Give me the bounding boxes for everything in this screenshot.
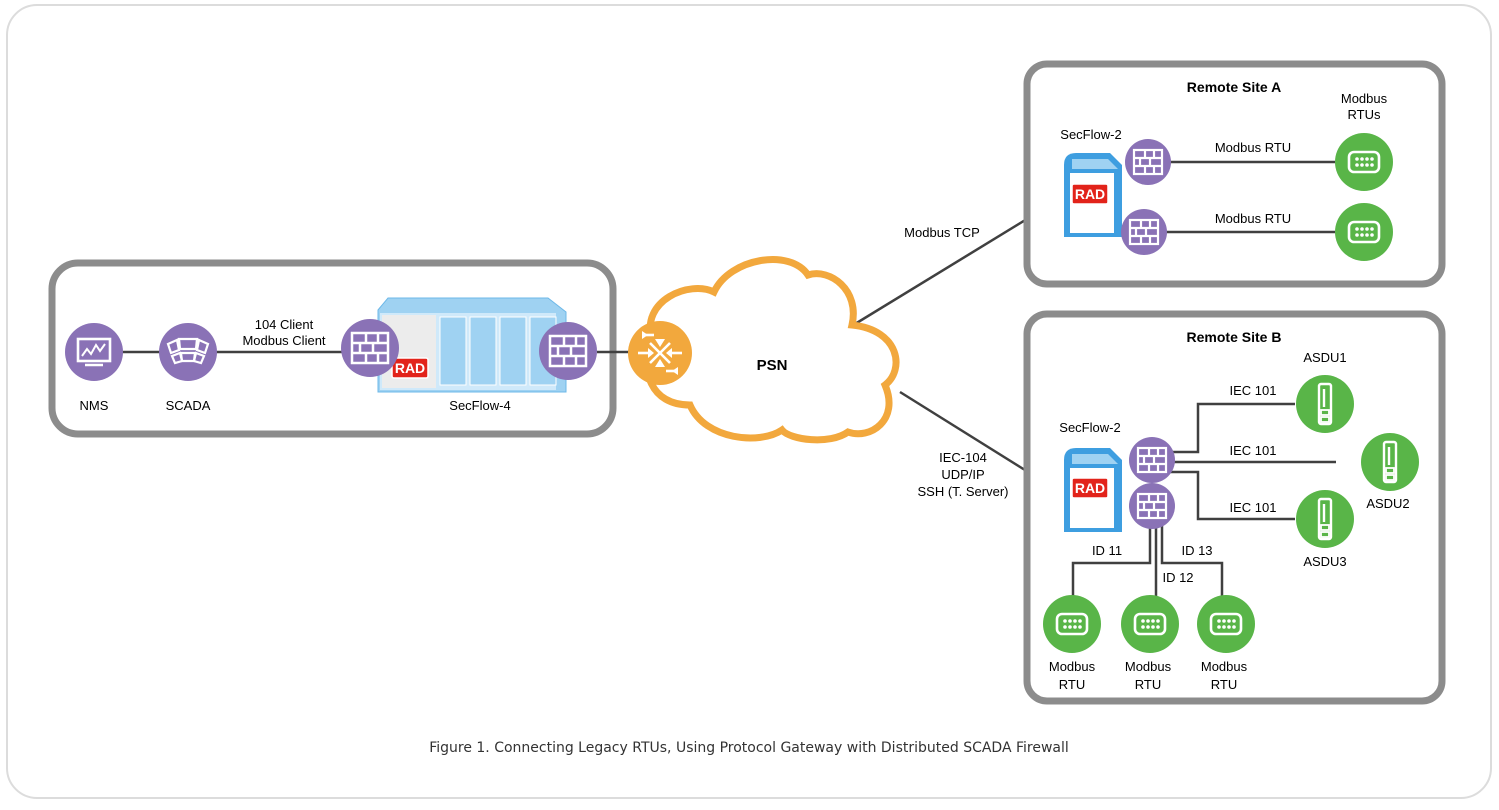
iec104-label-1: IEC-104 xyxy=(939,450,987,465)
asdu1-label: ASDU1 xyxy=(1303,350,1346,365)
site-b-title: Remote Site B xyxy=(1187,329,1282,345)
rtu-13-link xyxy=(1160,520,1224,598)
asdu3-link xyxy=(1170,470,1295,521)
site-a-title: Remote Site A xyxy=(1187,79,1281,95)
modbus-tcp-label: Modbus TCP xyxy=(904,225,980,240)
scada-label: SCADA xyxy=(166,398,211,413)
site-b-rtu-13-label-top: Modbus xyxy=(1201,659,1248,674)
site-b-rtu-12-label-top: Modbus xyxy=(1125,659,1172,674)
site-b-firewall-2-icon xyxy=(1127,481,1177,531)
site-a-rtu-2-icon xyxy=(1333,201,1395,263)
nms-icon xyxy=(65,323,123,381)
secflow4-left-firewall-icon xyxy=(339,317,401,379)
asdu3-icon xyxy=(1294,488,1356,550)
nms-label: NMS xyxy=(80,398,109,413)
secflow4-rad-logo: RAD xyxy=(391,357,429,379)
iec101-label-2: IEC 101 xyxy=(1230,443,1277,458)
site-b-rtu-11-icon xyxy=(1041,593,1103,655)
central-link-label-2: Modbus Client xyxy=(242,333,325,348)
iec104-label-3: SSH (T. Server) xyxy=(917,484,1008,499)
site-b-device-label: SecFlow-2 xyxy=(1059,420,1120,435)
central-link-label-1: 104 Client xyxy=(255,317,314,332)
asdu2-icon xyxy=(1359,431,1421,493)
site-a-rtu-1-icon xyxy=(1333,131,1395,193)
site-b-rad-text: RAD xyxy=(1075,480,1105,496)
rtu-11-link xyxy=(1071,520,1152,598)
iec104-label-2: UDP/IP xyxy=(941,467,984,482)
site-a-device-label: SecFlow-2 xyxy=(1060,127,1121,142)
secflow4-label: SecFlow-4 xyxy=(449,398,510,413)
site-a-rad-logo: RAD xyxy=(1071,183,1109,205)
router-icon xyxy=(628,321,692,385)
id-13-label: ID 13 xyxy=(1181,543,1212,558)
site-b-rtu-13-label-bottom: RTU xyxy=(1211,677,1237,692)
psn-label: PSN xyxy=(757,357,788,374)
site-a-rtus-label-1: Modbus xyxy=(1341,91,1388,106)
asdu1-icon xyxy=(1294,373,1356,435)
site-a-link-2-label: Modbus RTU xyxy=(1215,211,1291,226)
site-b-rad-logo: RAD xyxy=(1071,477,1109,499)
site-a-firewall-2-icon xyxy=(1119,207,1169,257)
id-12-label: ID 12 xyxy=(1162,570,1193,585)
id-11-label: ID 11 xyxy=(1092,543,1122,558)
site-b-rtu-12-icon xyxy=(1119,593,1181,655)
site-a-rtus-label-2: RTUs xyxy=(1348,107,1381,122)
iec101-label-1: IEC 101 xyxy=(1230,383,1277,398)
secflow4-right-firewall-icon xyxy=(537,320,599,382)
secflow4-rad-text: RAD xyxy=(395,360,425,376)
site-b-rtu-13-icon xyxy=(1195,593,1257,655)
site-b-rtu-12-label-bottom: RTU xyxy=(1135,677,1161,692)
asdu2-label: ASDU2 xyxy=(1366,496,1409,511)
figure-caption: Figure 1. Connecting Legacy RTUs, Using … xyxy=(429,740,1069,756)
site-b-rtu-11-label-top: Modbus xyxy=(1049,659,1096,674)
site-a-rad-text: RAD xyxy=(1075,186,1105,202)
site-b-links xyxy=(1071,402,1336,598)
site-a-firewall-1-icon xyxy=(1123,137,1173,187)
asdu1-link xyxy=(1170,402,1295,454)
site-b-rtu-11-label-bottom: RTU xyxy=(1059,677,1085,692)
site-b-firewall-1-icon xyxy=(1127,435,1177,485)
site-a-link-1-label: Modbus RTU xyxy=(1215,140,1291,155)
iec101-label-3: IEC 101 xyxy=(1230,500,1277,515)
scada-icon xyxy=(159,323,217,381)
psn-cloud xyxy=(643,256,900,444)
asdu3-label: ASDU3 xyxy=(1303,554,1346,569)
